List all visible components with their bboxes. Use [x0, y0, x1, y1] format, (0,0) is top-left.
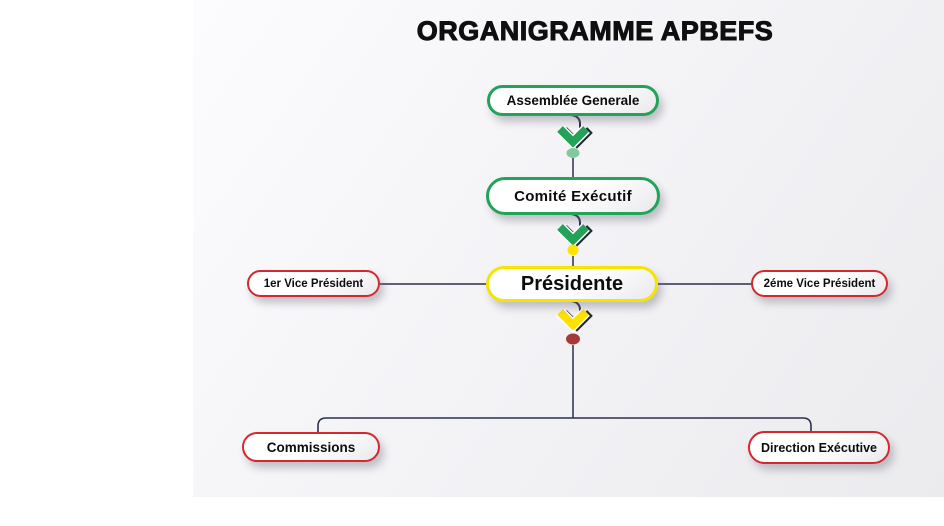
node-label: Direction Exécutive — [760, 440, 877, 455]
page-title: ORGANIGRAMME APBEFS — [416, 16, 774, 47]
node-label: 2éme Vice Président — [763, 277, 876, 290]
node-label: Commissions — [266, 439, 356, 455]
org-node-direction-executive: Direction Exécutive — [748, 431, 890, 464]
node-label: Assemblée Generale — [506, 93, 640, 108]
org-node-presidente: Présidente — [486, 266, 658, 302]
org-node-commissions: Commissions — [242, 432, 380, 462]
chart-background-panel — [193, 0, 944, 497]
org-node-comite-executif: Comité Exécutif — [486, 177, 660, 215]
node-label: Comité Exécutif — [514, 187, 632, 205]
node-label: 1er Vice Président — [263, 277, 364, 290]
node-label: Présidente — [520, 272, 624, 295]
org-node-2eme-vice-president: 2éme Vice Président — [751, 270, 888, 297]
org-node-1er-vice-president: 1er Vice Président — [247, 270, 380, 297]
org-node-assemblee-generale: Assemblée Generale — [487, 85, 659, 116]
